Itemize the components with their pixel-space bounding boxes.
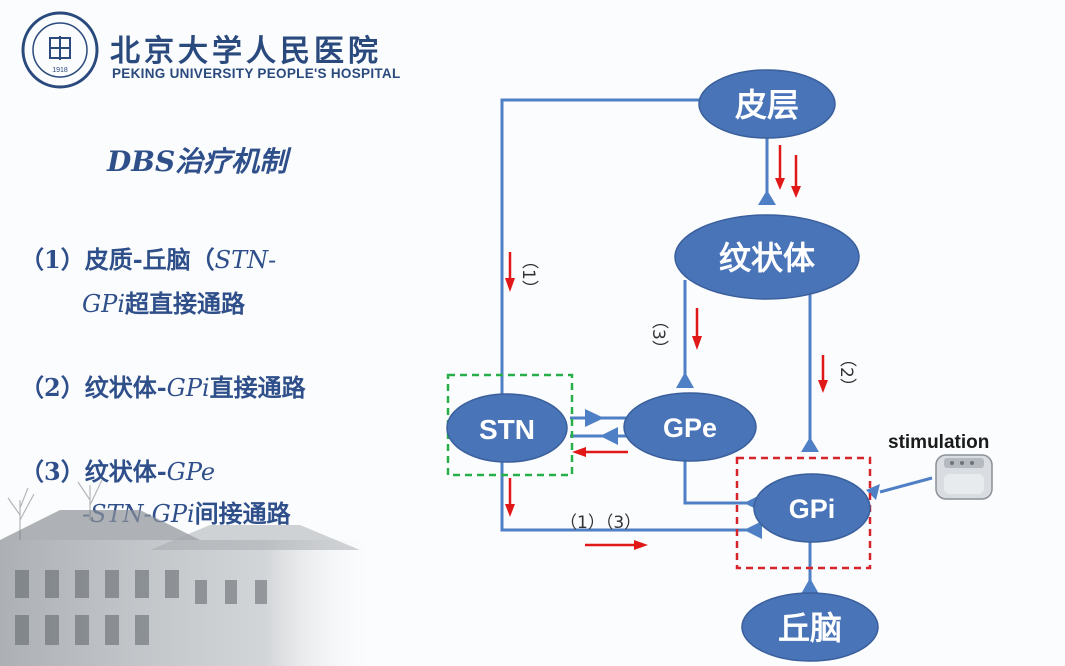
node-cortex-label: 皮层 [735, 87, 799, 123]
node-striatum-label: 纹状体 [719, 240, 815, 276]
node-gpe-label: GPe [663, 413, 717, 443]
arrowheads [585, 190, 880, 594]
arrowhead-gpe-left [600, 427, 618, 445]
cortex-to-stn-line [500, 98, 700, 420]
stimulation-label: stimulation [888, 432, 990, 453]
node-thalamus: 丘脑 [741, 592, 879, 662]
arrowhead-stn-right-top [585, 409, 604, 427]
stn-to-gpi-line [500, 455, 762, 532]
red-arrow-gpe-to-stn [572, 447, 628, 457]
pathway-1-line2: GPi超直接通路 [82, 289, 245, 318]
stimulator-device-icon [935, 454, 993, 500]
node-gpi-label: GPi [789, 494, 836, 524]
red-arrow-stn-to-gpi [585, 540, 648, 550]
gpe-to-gpi-line [683, 455, 762, 505]
arrowhead-thalamus-top [801, 578, 819, 594]
arrowhead-stimulation [866, 484, 880, 500]
hospital-name-cn: 北京大学人民医院 [110, 34, 382, 69]
stimulation-line [879, 476, 933, 494]
arrowhead-striatum-top [758, 190, 776, 205]
pathway-3-line1: （3）纹状体-GPe [20, 457, 216, 486]
hospital-name-en: PEKING UNIVERSITY PEOPLE'S HOSPITAL [112, 66, 401, 81]
path-label-direct: （2） [836, 350, 856, 395]
path-label-hyperdirect: （1） [518, 252, 538, 297]
node-cortex: 皮层 [698, 69, 836, 139]
node-striatum: 纹状体 [674, 214, 860, 300]
arrowhead-gpe-top [676, 372, 694, 388]
pathway-2-line1: （2）纹状体-GPi直接通路 [20, 373, 306, 402]
slide-title: DBS治疗机制 [107, 145, 288, 178]
gpi-highlight-box [735, 456, 872, 570]
logo-year: 1918 [52, 67, 68, 74]
red-arrows [505, 145, 828, 550]
red-arrow-cortex-striatum-2 [791, 155, 801, 198]
red-arrow-indirect [692, 308, 702, 350]
hospital-logo: 1918 北京大学人民医院 PEKING UNIVERSITY PEOPLE'S… [20, 8, 440, 98]
red-arrow-cortex-striatum-1 [775, 145, 785, 190]
arrowhead-gpi-top [801, 437, 819, 452]
red-arrow-direct [818, 355, 828, 393]
node-stn: STN [446, 393, 568, 463]
node-stn-label: STN [479, 414, 535, 445]
path-label-indirect: （3） [648, 312, 668, 357]
arrowhead-gpi-left-2 [744, 521, 762, 539]
node-thalamus-label: 丘脑 [778, 610, 842, 646]
node-gpe: GPe [623, 392, 757, 462]
node-gpi: GPi [753, 473, 871, 543]
hospital-building-image [0, 480, 380, 666]
path-label-stn-gpi: （1）（3） [560, 513, 642, 533]
hospital-seal-icon: 1918 [21, 11, 99, 89]
connection-lines [500, 98, 933, 590]
pathway-1-line1: （1）皮质-丘脑（STN- [20, 245, 277, 274]
red-arrow-hyperdirect [505, 252, 515, 292]
red-arrow-stn-down [505, 478, 515, 517]
